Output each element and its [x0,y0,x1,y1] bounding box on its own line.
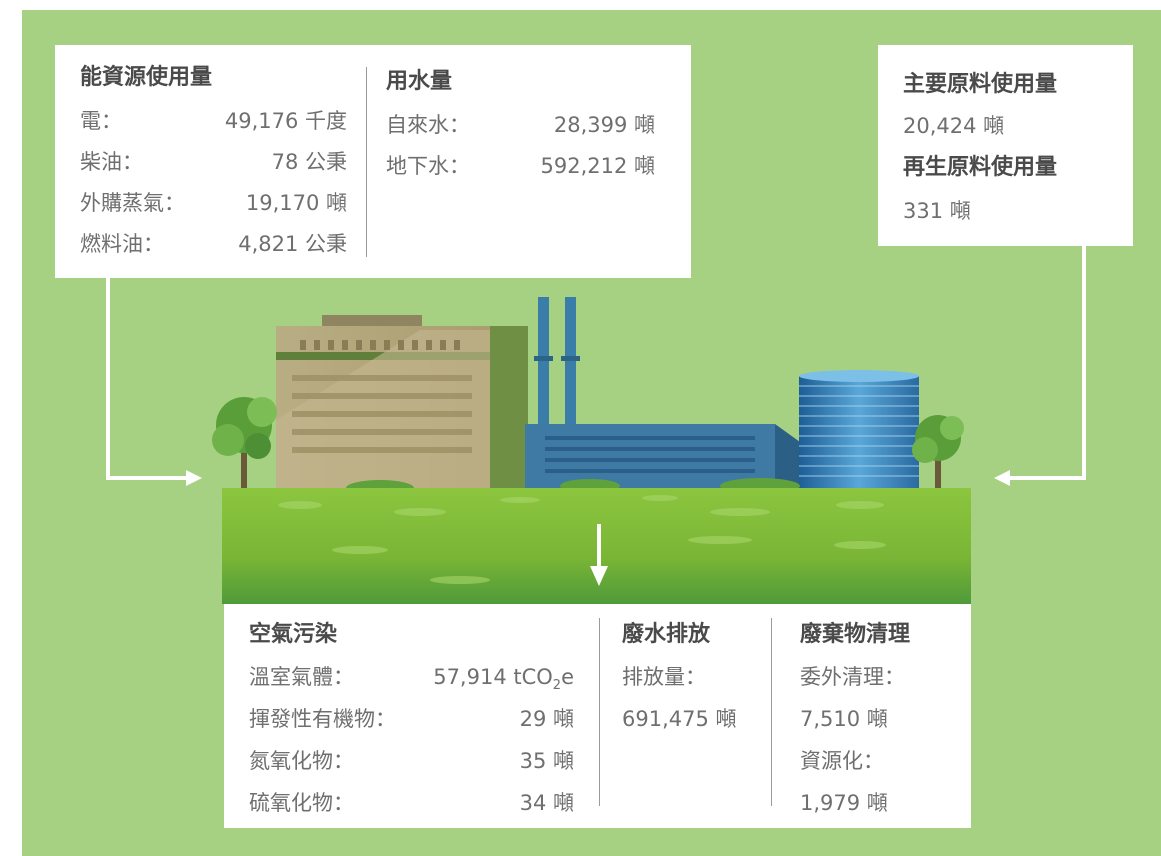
air-value-sox: 34 噸 [519,791,574,815]
water-value-ground: 592,212 噸 [540,154,655,178]
wastewater-value: 691,475 噸 [622,707,737,731]
water-label-ground: 地下水： [386,154,470,178]
water-heading: 用水量 [386,69,453,94]
air-value-ghg: 57,914 tCO2e [404,664,574,699]
energy-value-electricity: 49,176 千度 [224,109,347,133]
energy-value-steam: 19,170 噸 [245,191,347,215]
energy-label-electricity: 電： [80,109,122,133]
divider [366,67,367,257]
materials-value-recycled: 331 噸 [903,199,971,223]
air-value-voc: 29 噸 [519,707,574,731]
air-value-nox: 35 噸 [519,749,574,773]
input-arrow-right [994,246,1086,486]
storage-tank [799,370,919,490]
energy-label-diesel: 柴油： [80,150,143,174]
water-label-tap: 自來水： [386,113,470,137]
tree-icon [912,415,964,488]
divider [771,618,772,806]
energy-value-fuel-oil: 4,821 公秉 [238,232,347,256]
water-value-tap: 28,399 噸 [553,113,655,137]
tree-icon [212,397,277,488]
air-heading: 空氣污染 [249,622,338,647]
output-arrow [590,524,608,586]
waste-label-recycled: 資源化： [800,749,884,773]
energy-value-diesel: 78 公秉 [271,150,347,174]
air-label-ghg: 溫室氣體： [249,665,354,689]
energy-label-steam: 外購蒸氣： [80,191,185,215]
blue-building [525,424,800,490]
input-arrow-left [106,278,202,486]
wastewater-heading: 廢水排放 [622,622,711,647]
air-label-sox: 硫氧化物： [249,791,354,815]
waste-value-outsourced: 7,510 噸 [800,707,888,731]
wastewater-label: 排放量： [622,665,706,689]
waste-label-outsourced: 委外清理： [800,665,905,689]
materials-heading-main: 主要原料使用量 [903,72,1058,97]
air-label-nox: 氮氧化物： [249,749,354,773]
waste-heading: 廢棄物清理 [800,622,911,647]
energy-label-fuel-oil: 燃料油： [80,232,164,256]
energy-heading: 能資源使用量 [80,65,213,90]
materials-value-main: 20,424 噸 [903,114,1005,138]
materials-heading-recycled: 再生原料使用量 [903,155,1058,180]
tan-building [276,315,528,490]
waste-value-recycled: 1,979 噸 [800,791,888,815]
emissions-box: 空氣污染 溫室氣體： 57,914 tCO2e 揮發性有機物： 29 噸 氮氧化… [224,604,971,828]
chimneys [534,297,580,427]
divider [599,618,600,806]
air-label-voc: 揮發性有機物： [249,707,396,731]
air-value-ghg-text: 57,914 tCO2e [433,665,574,694]
resource-usage-box: 能資源使用量 電： 49,176 千度 柴油： 78 公秉 外購蒸氣： 19,1… [55,45,691,278]
raw-materials-box: 主要原料使用量 20,424 噸 再生原料使用量 331 噸 [878,45,1133,246]
